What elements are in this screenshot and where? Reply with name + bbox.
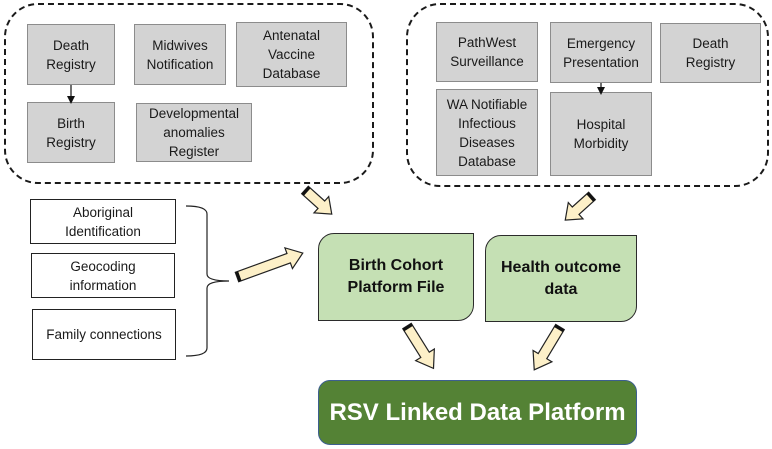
maternal-sources-group	[4, 3, 374, 184]
pathwest-surveillance-box[interactable]: PathWest Surveillance	[436, 22, 538, 82]
midwives-notification-box[interactable]: Midwives Notification	[134, 24, 226, 85]
birth-registry-box[interactable]: Birth Registry	[27, 102, 115, 163]
emergency-presentation-box[interactable]: Emergency Presentation	[550, 22, 652, 83]
health-sources-group	[406, 3, 769, 187]
health-outcome-data-box[interactable]: Health outcome data	[485, 235, 637, 322]
hospital-morbidity-box[interactable]: Hospital Morbidity	[550, 92, 652, 176]
arrow-birth-cohort-to-platform	[401, 322, 435, 370]
rsv-linked-data-platform-box[interactable]: RSV Linked Data Platform	[318, 380, 637, 445]
arrow-maternal-to-birth-cohort	[300, 185, 333, 215]
supplementary-brace	[185, 205, 230, 357]
birth-cohort-platform-file-box[interactable]: Birth Cohort Platform File	[318, 233, 474, 321]
death-registry-health-box[interactable]: Death Registry	[660, 23, 761, 83]
wa-notifiable-infectious-diseases-database-box[interactable]: WA Notifiable Infectious Diseases Databa…	[436, 89, 538, 176]
family-connections-box[interactable]: Family connections	[32, 309, 176, 360]
death-registry-box[interactable]: Death Registry	[27, 24, 115, 85]
arrow-health-to-outcome	[564, 191, 597, 221]
developmental-anomalies-register-box[interactable]: Developmental anomalies Register	[136, 103, 252, 162]
arrow-health-outcome-to-platform	[532, 323, 566, 371]
arrow-supplementary-to-birth-cohort	[234, 246, 304, 283]
antenatal-vaccine-database-box[interactable]: Antenatal Vaccine Database	[236, 22, 347, 87]
geocoding-information-box[interactable]: Geocoding information	[31, 253, 175, 298]
aboriginal-identification-box[interactable]: Aboriginal Identification	[30, 199, 176, 244]
